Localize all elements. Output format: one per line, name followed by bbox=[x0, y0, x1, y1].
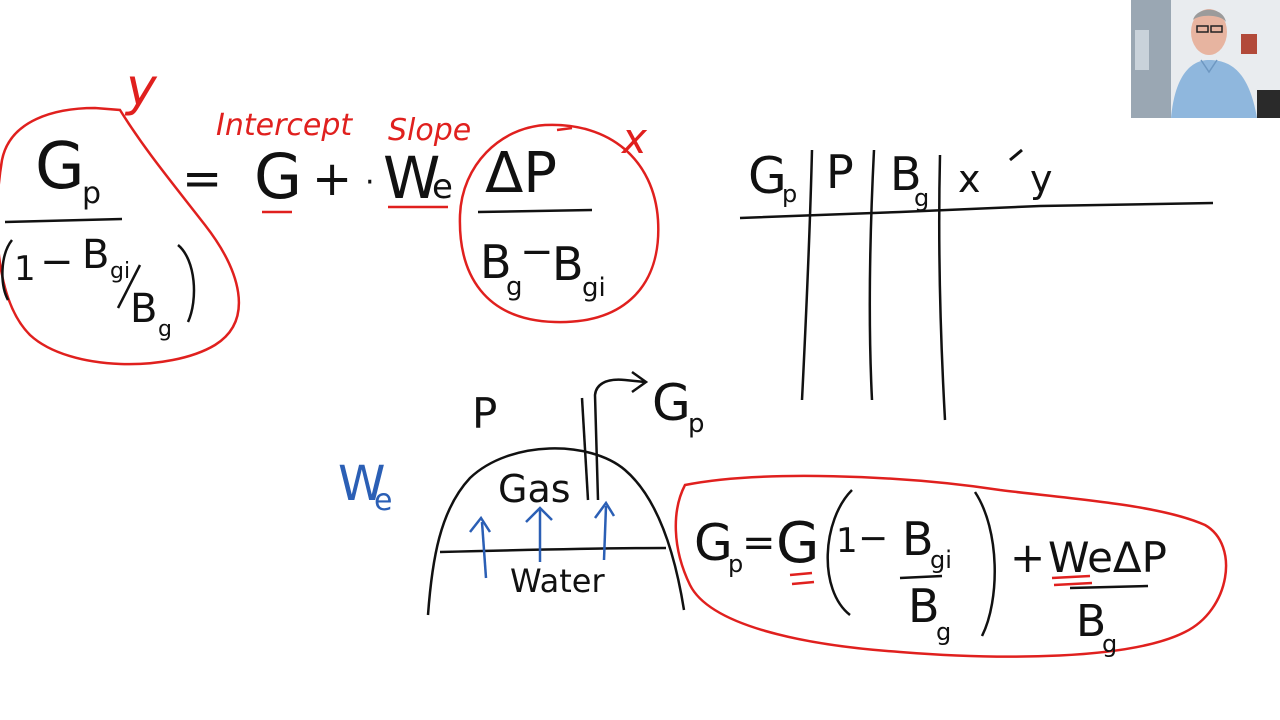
y-label: y bbox=[124, 58, 158, 118]
eq-top-delta-p: ΔP bbox=[485, 141, 557, 206]
eq-top-we-sub: e bbox=[432, 167, 453, 207]
equation-bottom: G p = G 1 − B gi B g + WeΔP B g bbox=[694, 511, 1167, 658]
eq-bottom-gp-sub: p bbox=[728, 550, 743, 578]
eq-top-right-fraction-bar bbox=[477, 208, 593, 214]
well-line-left bbox=[580, 397, 590, 501]
reservoir-sketch: P G p W e Gas Water bbox=[338, 374, 705, 600]
eq-bottom-fraction-bar-1 bbox=[899, 574, 943, 580]
eq-bottom-equals: = bbox=[742, 520, 776, 566]
eq-top-right-bg: B bbox=[480, 235, 512, 289]
table-header-gp: G bbox=[748, 147, 787, 205]
eq-bottom-bg2-sub: g bbox=[1102, 630, 1117, 658]
reservoir-gp-label: G bbox=[652, 374, 691, 432]
eq-top-one: 1 bbox=[14, 249, 36, 289]
gas-water-contact bbox=[439, 546, 667, 554]
eq-top-equals: = bbox=[182, 151, 222, 207]
eq-bottom-underlines bbox=[789, 571, 1093, 587]
eq-top-gp: G bbox=[35, 130, 85, 204]
slope-label: Slope bbox=[388, 113, 471, 148]
eq-top-left-paren bbox=[1, 239, 14, 301]
eq-bottom-one: 1 bbox=[836, 521, 858, 561]
table-col-divider-1 bbox=[800, 149, 814, 401]
influx-arrowhead-3-icon bbox=[593, 500, 616, 519]
table-header-p: P bbox=[826, 145, 854, 199]
eq-bottom-bg: B bbox=[908, 579, 940, 633]
eq-bottom-g: G bbox=[776, 511, 819, 576]
table-header-bg: B bbox=[890, 147, 922, 201]
x-label: x bbox=[620, 114, 648, 163]
eq-top-gp-sub: p bbox=[82, 176, 101, 211]
influx-arrow-3-icon bbox=[602, 505, 608, 561]
eq-top-plus: + bbox=[312, 151, 352, 207]
influx-arrowhead-1-icon bbox=[469, 515, 492, 533]
eq-bottom-bg2: B bbox=[1076, 596, 1106, 647]
eq-top-right-paren bbox=[177, 244, 196, 323]
equation-top: G p 1 − B gi B g = G + · W e ΔP B g − B … bbox=[1, 130, 606, 342]
eq-top-g: G bbox=[254, 140, 302, 213]
eq-top-dot: · bbox=[365, 165, 375, 200]
reservoir-pressure-label: P bbox=[472, 389, 497, 438]
table-col-divider-2 bbox=[868, 149, 876, 401]
presenter-webcam-icon bbox=[1131, 0, 1280, 118]
table-header-gp-sub: p bbox=[782, 180, 797, 208]
intercept-label: Intercept bbox=[216, 108, 353, 143]
table-header-y: y bbox=[1030, 157, 1053, 201]
reservoir-we-sub: e bbox=[374, 483, 392, 518]
reservoir-we-label: W bbox=[338, 456, 385, 512]
eq-top-minus-2: − bbox=[520, 229, 554, 275]
eq-bottom-minus: − bbox=[858, 518, 888, 559]
eq-top-right-bgi-sub: gi bbox=[582, 273, 606, 303]
eq-top-we: W bbox=[383, 144, 440, 212]
influx-arrowhead-2-icon bbox=[525, 506, 553, 523]
bottom-equation-loop bbox=[674, 474, 1228, 658]
axis-annotations: y x Intercept Slope bbox=[124, 58, 648, 163]
table-header-rule bbox=[739, 201, 1214, 220]
table-col-divider-3 bbox=[937, 154, 947, 421]
eq-top-right-bgi: B bbox=[552, 237, 584, 291]
eq-bottom-we-dp: WeΔP bbox=[1048, 533, 1167, 582]
presenter-webcam bbox=[1131, 0, 1280, 118]
eq-bottom-fraction-bar-2 bbox=[1069, 584, 1149, 590]
eq-top-right-bg-sub: g bbox=[506, 272, 523, 302]
eq-bottom-right-paren bbox=[973, 491, 996, 637]
eq-top-slash bbox=[116, 264, 142, 309]
eq-bottom-gp: G bbox=[694, 514, 733, 572]
reservoir-water-label: Water bbox=[510, 562, 605, 600]
table-xy-separator bbox=[1009, 148, 1023, 162]
eq-top-left-fraction-bar bbox=[4, 217, 123, 224]
y-term-circle bbox=[0, 106, 240, 366]
data-table: G p P B g x y bbox=[748, 145, 1053, 212]
eq-bottom-bgi-sub: gi bbox=[930, 546, 952, 574]
eq-top-bgi: B bbox=[82, 232, 109, 278]
eq-top-minus-1: − bbox=[40, 239, 74, 285]
table-header-x: x bbox=[958, 157, 981, 201]
influx-arrow-1-icon bbox=[480, 521, 488, 579]
table-header-bg-sub: g bbox=[914, 184, 929, 212]
eq-top-bgi-sub: gi bbox=[110, 259, 130, 284]
production-arrow-icon bbox=[631, 370, 649, 394]
eq-top-left-bg: B bbox=[130, 286, 157, 332]
slope-tick bbox=[556, 126, 573, 132]
eq-bottom-bgi: B bbox=[902, 512, 934, 566]
x-term-circle bbox=[458, 123, 660, 324]
eq-top-left-bg-sub: g bbox=[158, 317, 172, 342]
eq-bottom-left-paren bbox=[826, 489, 853, 616]
eq-bottom-plus: + bbox=[1010, 533, 1045, 582]
well-line-right bbox=[593, 378, 646, 501]
reservoir-dome bbox=[426, 447, 686, 616]
reservoir-gp-sub: p bbox=[688, 409, 705, 439]
reservoir-gas-label: Gas bbox=[498, 467, 571, 511]
water-influx-arrows bbox=[469, 500, 616, 579]
eq-bottom-bg-sub: g bbox=[936, 618, 951, 646]
